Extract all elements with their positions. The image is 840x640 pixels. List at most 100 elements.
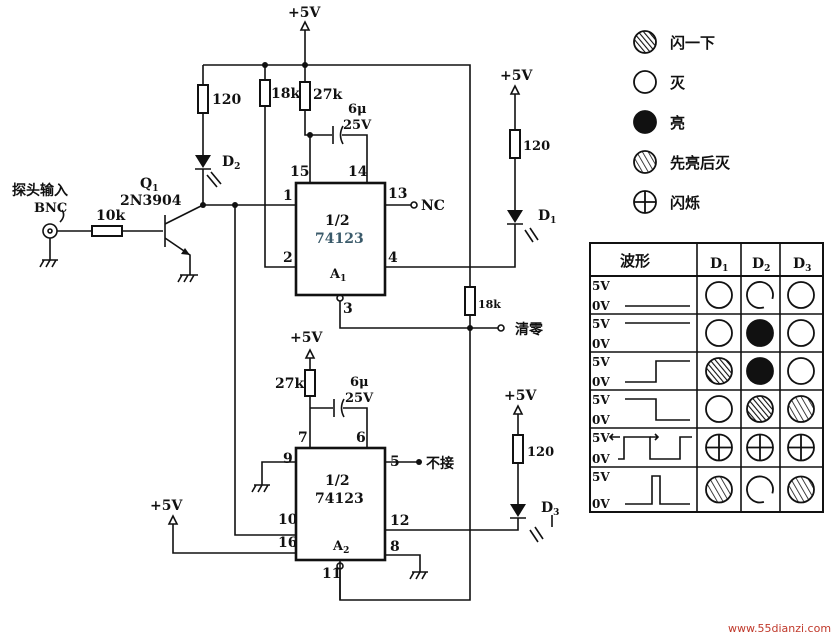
led-d2: D2 <box>195 154 240 205</box>
empty-state-icon <box>787 357 815 385</box>
hatch-state-icon <box>705 357 733 385</box>
svg-text:10: 10 <box>278 512 298 528</box>
svg-text:+5V: +5V <box>500 68 533 84</box>
dark-state-icon <box>746 357 774 385</box>
svg-text:74123: 74123 <box>315 231 364 247</box>
svg-text:BNC: BNC <box>34 201 67 216</box>
capacitor-6u <box>332 125 344 145</box>
hatch-state-icon <box>746 395 774 423</box>
svg-text:Q1: Q1 <box>140 176 158 194</box>
dark-state-icon <box>746 319 774 347</box>
legend-label: 亮 <box>670 114 685 132</box>
clear-label: 清零 <box>515 321 544 338</box>
voltage-high-label: 5V <box>592 355 610 369</box>
legend-item: 灭 <box>633 70 686 94</box>
not-connected-label: 不接 <box>426 455 454 472</box>
svg-text:D1: D1 <box>710 256 728 274</box>
svg-text:74123: 74123 <box>315 491 364 507</box>
voltage-high-label: 5V <box>592 431 610 445</box>
empty-state-icon <box>787 281 815 309</box>
waveform-square <box>618 436 692 460</box>
clear-terminal <box>497 324 505 332</box>
svg-text:25V: 25V <box>345 391 374 406</box>
voltage-high-label: 5V <box>592 317 610 331</box>
resistor-18k <box>259 79 271 107</box>
hatch2-state-icon <box>705 475 733 504</box>
svg-text:D3: D3 <box>793 256 811 274</box>
cross-state-icon <box>633 190 657 214</box>
voltage-low-label: 0V <box>592 375 610 389</box>
empty-state-icon <box>705 395 733 423</box>
cross-state-icon <box>787 433 815 462</box>
svg-text:120: 120 <box>212 92 241 108</box>
svg-text:D2: D2 <box>222 154 240 172</box>
svg-text:3: 3 <box>343 301 353 317</box>
watermark: www.55dianzi.com <box>728 622 831 635</box>
svg-text:1/2: 1/2 <box>325 213 350 229</box>
led-d3: +5V 120 D3 <box>385 388 559 543</box>
svg-text:6μ: 6μ <box>350 375 369 390</box>
broken-state-icon <box>746 281 774 309</box>
waveform-rise <box>625 360 690 383</box>
legend-label: 先亮后灭 <box>670 154 731 172</box>
dark-state-icon <box>633 110 657 134</box>
resistor-clear-18k <box>464 286 476 316</box>
empty-state-icon <box>705 319 733 347</box>
hatch2-state-icon <box>787 475 815 504</box>
voltage-low-label: 0V <box>592 337 610 351</box>
svg-text:16: 16 <box>278 535 297 551</box>
transistor-q1: Q1 2N3904 <box>120 176 204 283</box>
resistor-27k-a2 <box>304 369 316 397</box>
hatch2-state-icon <box>633 150 657 174</box>
svg-text:A1: A1 <box>329 267 346 284</box>
resistor-10k <box>91 225 123 237</box>
hatch2-state-icon <box>787 395 815 423</box>
voltage-low-label: 0V <box>592 299 610 313</box>
broken-state-icon <box>746 475 774 504</box>
svg-text:13: 13 <box>388 186 407 202</box>
legend-item: 亮 <box>633 110 685 134</box>
svg-text:2N3904: 2N3904 <box>120 193 182 209</box>
legend-label: 闪一下 <box>670 34 715 52</box>
supply-arrow-icon <box>299 20 311 65</box>
svg-text:D3: D3 <box>541 500 559 518</box>
svg-text:D2: D2 <box>752 256 770 274</box>
led-d1: +5V 120 D1 <box>385 68 556 268</box>
empty-state-icon <box>787 319 815 347</box>
bnc-connector-icon <box>42 223 58 239</box>
empty-state-icon <box>705 281 733 309</box>
svg-text:1: 1 <box>283 188 293 204</box>
svg-text:+5V: +5V <box>150 498 183 514</box>
waveform-fall <box>625 398 690 421</box>
svg-text:波形: 波形 <box>620 252 650 270</box>
voltage-high-label: 5V <box>592 470 610 484</box>
svg-text:6: 6 <box>356 430 366 446</box>
svg-text:9: 9 <box>283 451 293 467</box>
supply-top: +5V <box>288 5 321 65</box>
svg-text:18k: 18k <box>478 298 501 311</box>
svg-text:15: 15 <box>290 164 309 180</box>
svg-text:4: 4 <box>388 250 398 266</box>
legend-label: 灭 <box>669 74 686 92</box>
voltage-high-label: 5V <box>592 279 610 293</box>
svg-text:7: 7 <box>298 430 308 446</box>
svg-text:25V: 25V <box>343 118 372 133</box>
svg-text:120: 120 <box>527 445 554 460</box>
svg-text:11: 11 <box>322 566 341 582</box>
voltage-high-label: 5V <box>592 393 610 407</box>
ic-a1: 1/2 74123 A1 1 2 3 4 13 14 15 <box>283 164 407 317</box>
ic-a2: 1/2 74123 A2 5 6 7 8 9 10 11 12 16 <box>278 430 409 582</box>
cross-state-icon <box>746 433 774 462</box>
top-rail-wire <box>203 64 471 601</box>
cross-state-icon <box>705 433 733 462</box>
svg-text:1/2: 1/2 <box>325 473 350 489</box>
svg-text:8: 8 <box>390 539 400 555</box>
voltage-low-label: 0V <box>592 452 610 466</box>
empty-state-icon <box>633 70 657 94</box>
